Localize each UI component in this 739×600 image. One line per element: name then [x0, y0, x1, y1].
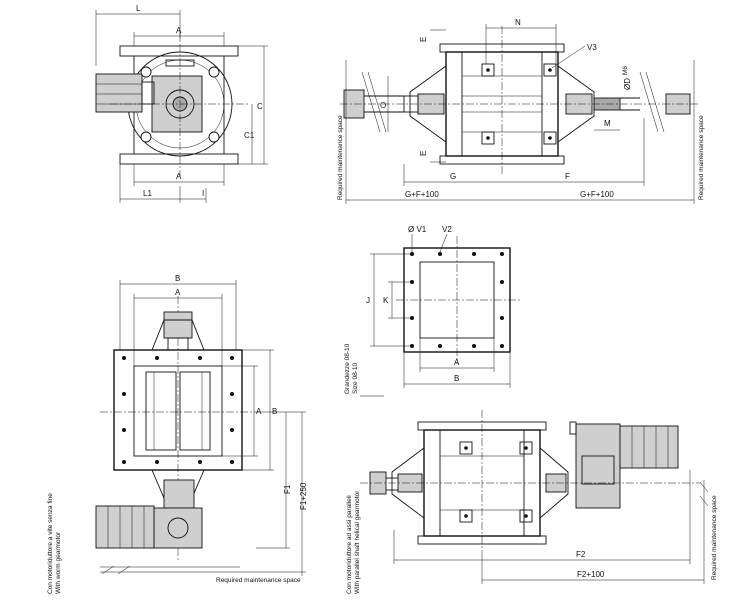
- helical-gearbox: [575, 423, 621, 509]
- maintenance-note-bottom-right: Required maintenance space: [711, 495, 718, 580]
- dim-O: O: [380, 101, 386, 110]
- size-note-it: Grandezze 08-10: [344, 343, 351, 394]
- maintenance-note-left: Required maintenance space: [337, 115, 344, 200]
- parallel-note-it: Con motoriduttore ad assi paralleli: [346, 495, 353, 594]
- dim-M6: M6: [622, 66, 629, 75]
- dim-V3: V3: [587, 43, 597, 52]
- worm-note-it: Con motoriduttore a vite senza fine: [47, 493, 54, 594]
- dim-G-F100-left: G+F+100: [405, 190, 439, 199]
- dim-L: L: [136, 4, 141, 13]
- dim-F1: F1: [283, 484, 292, 494]
- dim-A-bottom: A: [176, 172, 182, 181]
- dim-C: C: [257, 102, 263, 111]
- dim-A-top-view: A: [175, 288, 181, 297]
- dim-K: K: [383, 296, 389, 305]
- gear-motor: [95, 73, 143, 113]
- parallel-note-en: With parallel shaft helical gearmotor: [354, 490, 361, 594]
- size-note-en: Size 08-10: [352, 363, 359, 394]
- dim-N: N: [515, 18, 521, 27]
- mount-hole: [208, 66, 220, 78]
- maintenance-note-bottom-left: Required maintenance space: [216, 577, 301, 584]
- side-view-helical: F2 F2+100 Required maintenance space Con…: [346, 410, 718, 594]
- dim-E-bottom: E: [419, 151, 428, 156]
- dim-M: M: [604, 119, 611, 128]
- side-view: N V3 E E O M ØD M6 G F G+F+100 G+F+100 R…: [337, 18, 705, 204]
- dim-A-top: A: [176, 26, 182, 35]
- bottom-flange: [119, 153, 239, 165]
- dim-I: I: [202, 189, 204, 198]
- dim-A-side: A: [256, 407, 262, 416]
- dim-J: J: [366, 296, 370, 305]
- dim-F1-250: F1+250: [299, 482, 308, 510]
- dim-B-flange: B: [454, 374, 459, 383]
- flange-view: Ø V1 V2 J K A B Grandezze 08-10 Size 08-…: [344, 225, 520, 397]
- dim-V2: V2: [442, 225, 452, 234]
- gear-motor-top: [95, 505, 155, 549]
- dim-F2-100: F2+100: [577, 570, 605, 579]
- maintenance-note-right: Required maintenance space: [698, 115, 705, 200]
- dim-G-F100-right: G+F+100: [580, 190, 614, 199]
- dim-A-flange: A: [454, 358, 460, 367]
- mount-hole: [140, 131, 152, 143]
- dim-L1: L1: [143, 189, 152, 198]
- worm-note-en: With worm gearmotor: [55, 531, 62, 594]
- worm-gearbox-top: [153, 507, 203, 549]
- helical-motor: [619, 425, 679, 469]
- dim-F2: F2: [576, 550, 586, 559]
- top-view-worm: B A A B F1 F1+250 Required maintenance s…: [47, 274, 308, 594]
- dim-OD: ØD: [623, 78, 632, 90]
- front-view: L A C C1 A L1 I: [95, 4, 268, 203]
- dim-OV1: Ø V1: [408, 225, 427, 234]
- dim-C1: C1: [244, 131, 255, 140]
- dim-G: G: [450, 172, 456, 181]
- top-flange: [119, 45, 239, 57]
- dim-F: F: [565, 172, 570, 181]
- dim-B-side: B: [272, 407, 277, 416]
- dim-E-top: E: [419, 37, 428, 42]
- mount-hole: [140, 66, 152, 78]
- mount-hole: [208, 131, 220, 143]
- dim-B-top: B: [175, 274, 180, 283]
